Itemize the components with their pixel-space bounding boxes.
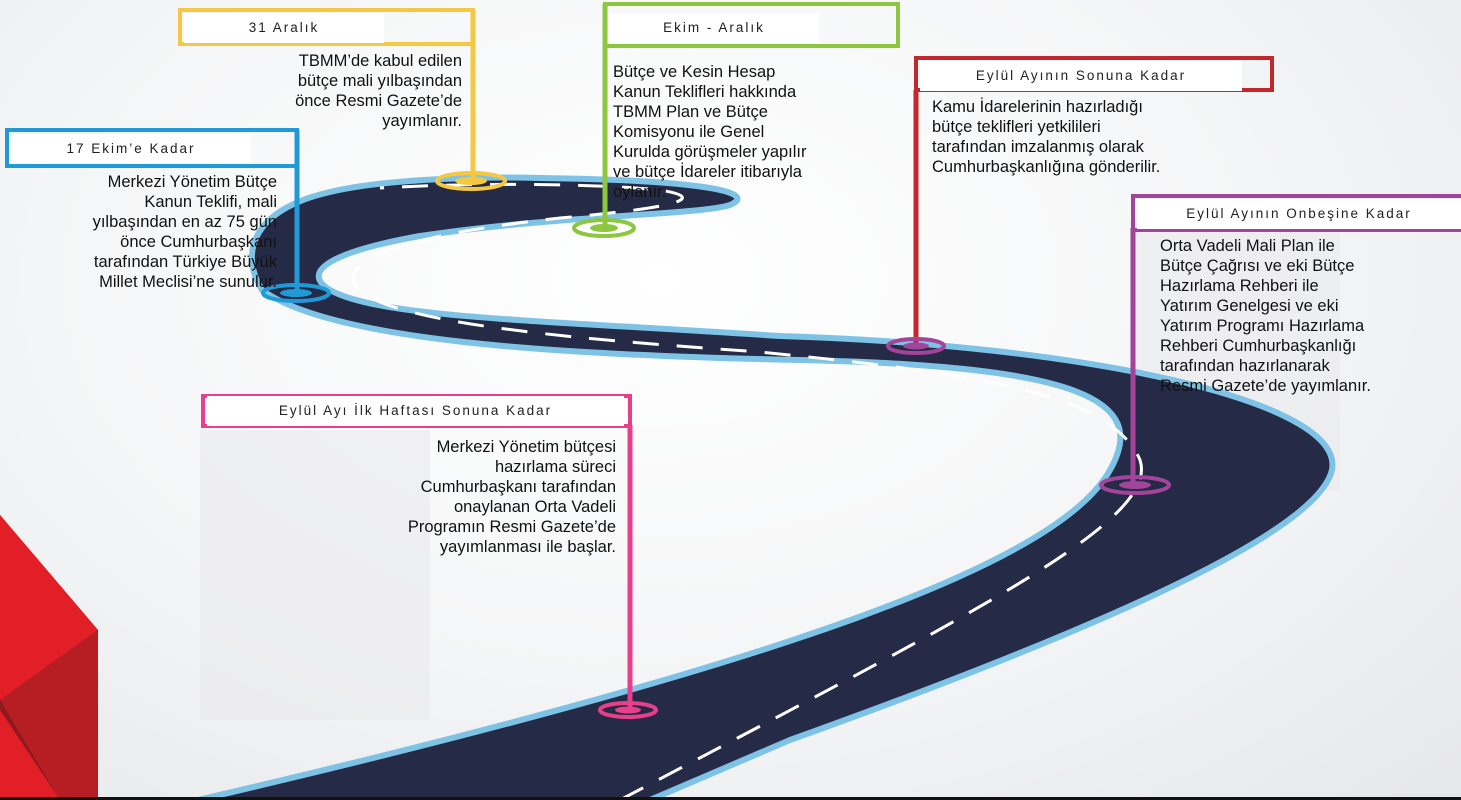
stage-description: Bütçe ve Kesin Hesap Kanun Teklifleri ha… — [613, 63, 807, 201]
stage-description: Kamu İdarelerinin hazırladığı bütçe tekl… — [932, 98, 1161, 176]
stage-date: 17 Ekim’e Kadar — [11, 134, 251, 164]
blue-marker — [261, 283, 331, 303]
stage-description: Orta Vadeli Mali Plan ile Bütçe Çağrısı … — [1160, 237, 1371, 395]
bottom-bar — [0, 797, 1461, 800]
stage-date: Eylül Ayının Sonuna Kadar — [920, 61, 1242, 91]
stage-date: 31 Aralık — [184, 13, 384, 43]
pink-marker — [598, 701, 658, 719]
lane-markings — [351, 182, 1143, 800]
purple-marker — [1099, 475, 1171, 495]
yellow-marker — [435, 171, 507, 191]
green-marker — [572, 218, 636, 238]
stage-description: Merkezi Yönetim bütçesi hazırlama süreci… — [407, 438, 616, 556]
stage-date: Ekim - Aralık — [609, 13, 819, 43]
brand-logo-shape — [0, 515, 98, 800]
green-box-frame — [603, 2, 900, 48]
yellow-box-frame — [178, 8, 475, 46]
blue-box-frame — [5, 128, 299, 168]
stage-description: TBMM’de kabul edilen bütçe mali yılbaşın… — [295, 52, 462, 130]
stage-date: Eylül Ayının Onbeşine Kadar — [1137, 199, 1461, 229]
red-marker — [886, 337, 946, 355]
purple-box-frame — [1131, 194, 1461, 232]
stage-date: Eylül Ayı İlk Haftası Sonuna Kadar — [207, 396, 624, 426]
stage-description: Merkezi Yönetim Bütçe Kanun Teklifi, mal… — [92, 173, 277, 291]
road — [195, 174, 1336, 800]
